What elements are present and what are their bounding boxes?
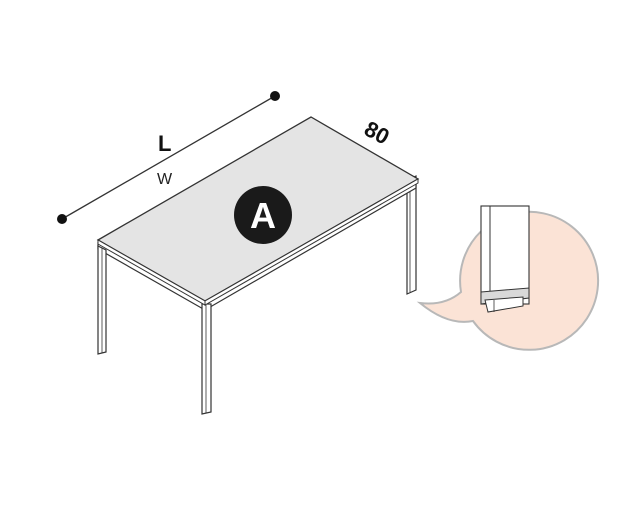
- length-label: L: [158, 131, 171, 156]
- variant-label: A: [250, 195, 276, 236]
- variant-badge: A: [234, 186, 292, 244]
- front-legs: [97, 245, 212, 415]
- length-dimension-line: [61, 95, 276, 220]
- dimension-endpoint-left-icon: [57, 214, 67, 224]
- leg-detail-callout: [416, 205, 600, 351]
- leg-foot-glide-icon: [480, 205, 530, 313]
- leg-back-right: [406, 175, 417, 295]
- back-legs: [406, 175, 417, 295]
- variant-badge-circle: [234, 186, 292, 244]
- depth-label: 80: [360, 116, 393, 150]
- dimension-endpoint-right-icon: [270, 91, 280, 101]
- length-dimension: L W: [57, 91, 280, 224]
- table-top-edge-side: [204, 178, 419, 306]
- leg-front-right: [201, 303, 212, 415]
- width-label: W: [157, 171, 173, 188]
